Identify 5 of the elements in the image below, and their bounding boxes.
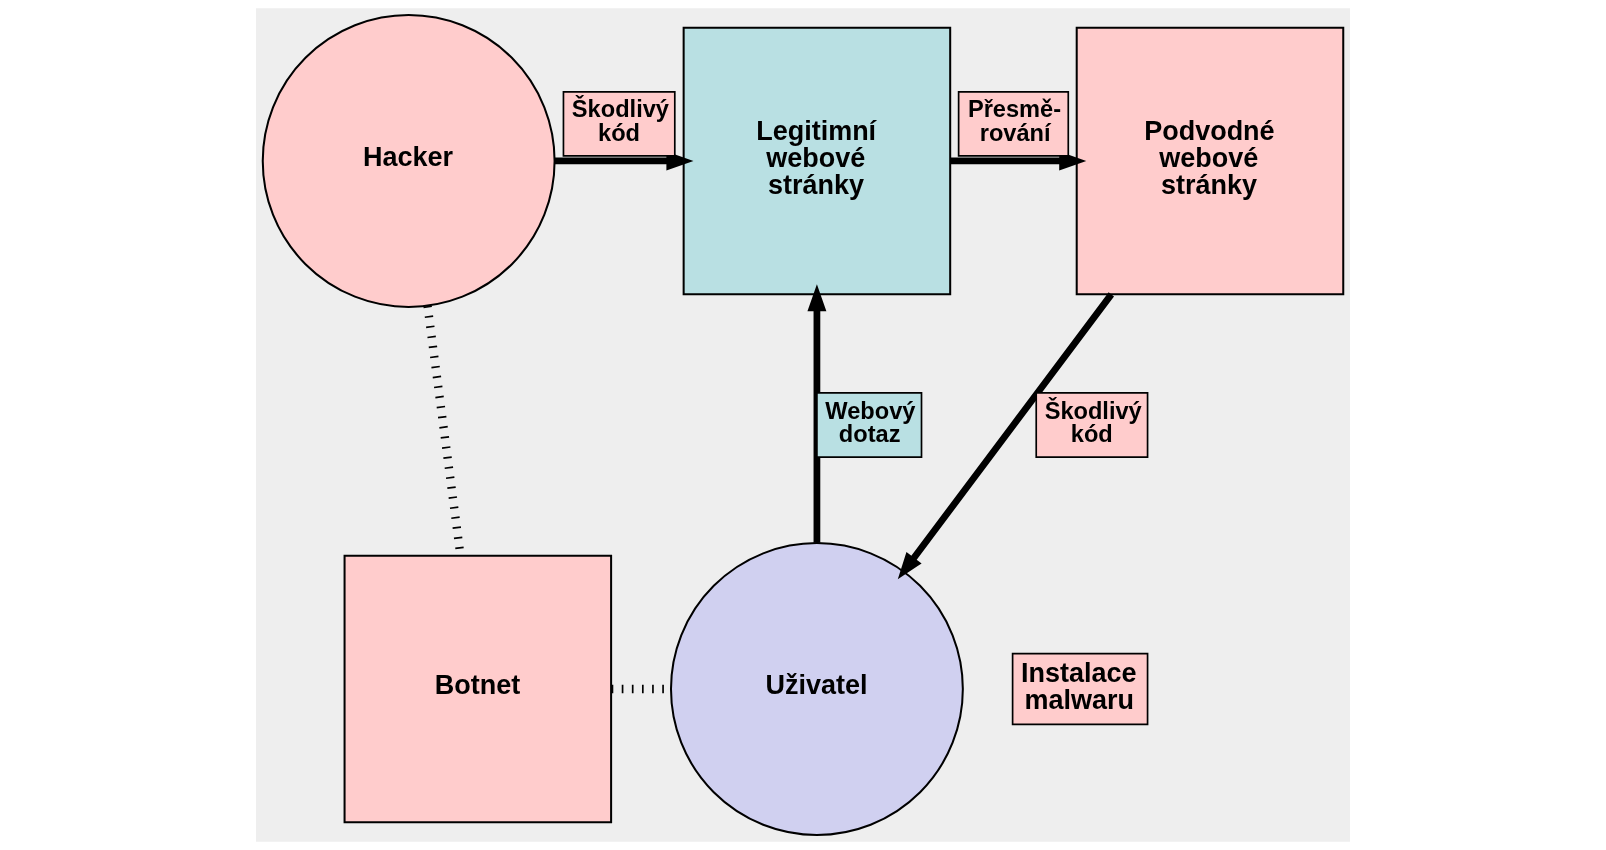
edge-label: Webový dotaz bbox=[825, 397, 916, 448]
node-label: Instalace malwaru bbox=[1021, 657, 1137, 715]
edge-label: Přesmě- rování bbox=[967, 96, 1062, 147]
edge-label: Škodlivý kód bbox=[571, 96, 669, 147]
edge-label: Škodlivý kód bbox=[1044, 397, 1142, 448]
